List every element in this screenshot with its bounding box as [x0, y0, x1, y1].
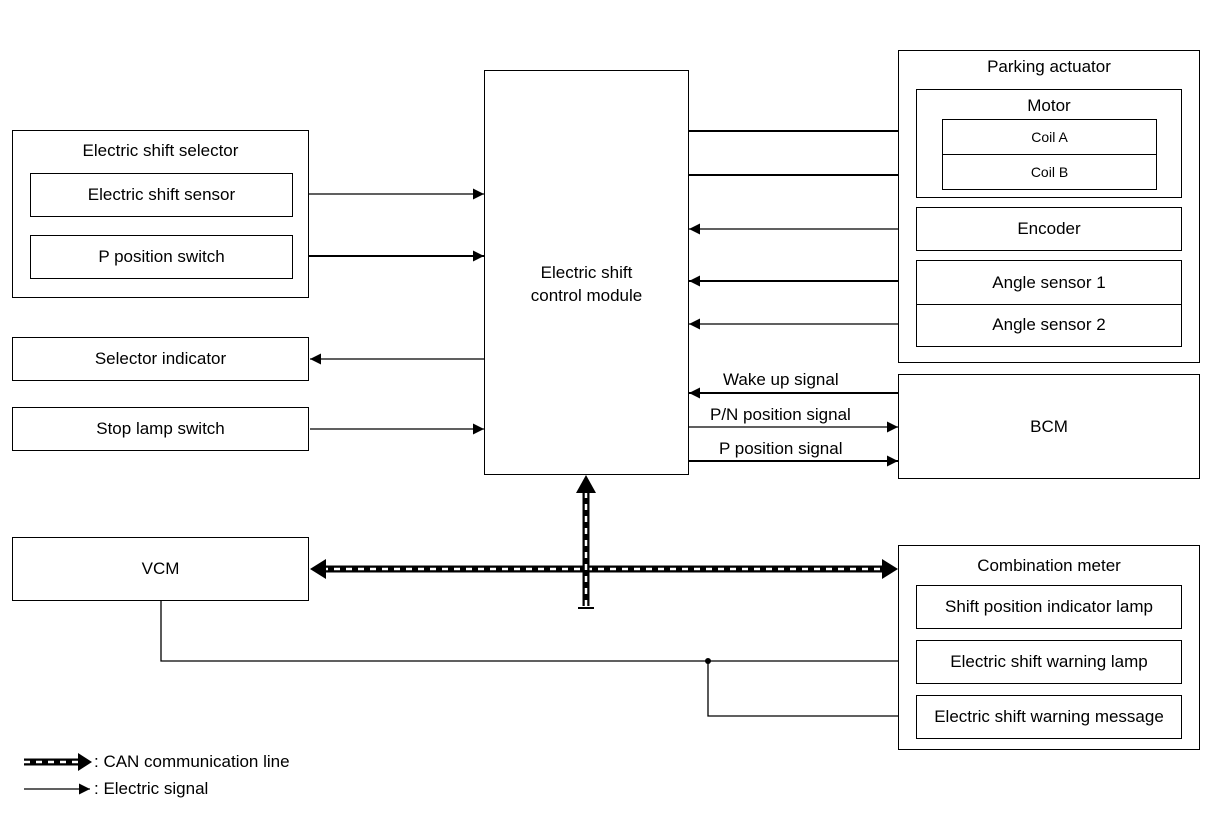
p-position-signal-label: P position signal: [719, 439, 843, 458]
can-bus: [310, 475, 898, 609]
electric-shift-control-module: Electric shift control module: [484, 70, 689, 475]
shift-selector-title: Electric shift selector: [82, 141, 239, 160]
p-switch-label: P position switch: [98, 247, 225, 266]
warning-lamp-label: Electric shift warning lamp: [950, 652, 1148, 671]
parking-actuator-title: Parking actuator: [987, 57, 1111, 76]
wire-junction-dot: [705, 658, 711, 664]
legend-can-line-glyph: [24, 753, 92, 771]
vcm: VCM: [12, 537, 309, 601]
bcm-label: BCM: [1030, 416, 1068, 436]
vcm-label: VCM: [141, 559, 180, 578]
parking-actuator: Parking actuator Motor Coil A Coil B Enc…: [898, 50, 1200, 363]
combination-meter-title: Combination meter: [977, 556, 1121, 575]
legend-electric-label: : Electric signal: [94, 779, 209, 798]
coil-b: Coil B: [942, 154, 1157, 190]
selector-indicator: Selector indicator: [12, 337, 309, 381]
combination-meter: Combination meter Shift position indicat…: [898, 545, 1200, 750]
encoder-label: Encoder: [1017, 219, 1081, 238]
stop-lamp-switch: Stop lamp switch: [12, 407, 309, 451]
shift-sensor-label: Electric shift sensor: [87, 185, 236, 204]
legend-can-label: : CAN communication line: [94, 752, 290, 771]
angle-sensor-2: Angle sensor 2: [917, 304, 1181, 346]
shift-position-indicator-lamp: Shift position indicator lamp: [916, 585, 1182, 629]
wire-vcm-to-warning-message: [707, 661, 917, 722]
pn-position-signal-label: P/N position signal: [710, 405, 851, 424]
selector-indicator-label: Selector indicator: [94, 349, 227, 368]
shift-indicator-label: Shift position indicator lamp: [945, 597, 1153, 616]
stop-lamp-switch-label: Stop lamp switch: [96, 419, 225, 438]
electric-shift-warning-lamp: Electric shift warning lamp: [916, 640, 1182, 684]
angle-sensors: Angle sensor 1 Angle sensor 2: [916, 260, 1182, 347]
angle-sensor-1-label: Angle sensor 1: [992, 272, 1106, 292]
coil-a-label: Coil A: [1031, 129, 1068, 145]
control-module-label-line1: Electric shift: [540, 263, 633, 282]
motor-label: Motor: [1027, 96, 1071, 115]
encoder: Encoder: [916, 207, 1182, 251]
coil-a: Coil A: [942, 119, 1157, 155]
wire-vcm-to-warning-lamp: [160, 601, 917, 667]
control-module-label-line2: control module: [530, 286, 643, 305]
wake-up-signal-label: Wake up signal: [723, 370, 839, 389]
coil-b-label: Coil B: [1030, 164, 1069, 180]
bcm: BCM: [898, 374, 1200, 479]
p-position-switch: P position switch: [30, 235, 293, 279]
angle-sensor-2-label: Angle sensor 2: [992, 315, 1106, 334]
motor: Motor Coil A Coil B: [916, 89, 1182, 198]
angle-sensor-1: Angle sensor 1: [917, 261, 1181, 305]
warning-message-label: Electric shift warning message: [934, 707, 1164, 726]
electric-shift-selector: Electric shift selector Electric shift s…: [12, 130, 309, 298]
electric-shift-sensor: Electric shift sensor: [30, 173, 293, 217]
electric-shift-warning-message: Electric shift warning message: [916, 695, 1182, 739]
